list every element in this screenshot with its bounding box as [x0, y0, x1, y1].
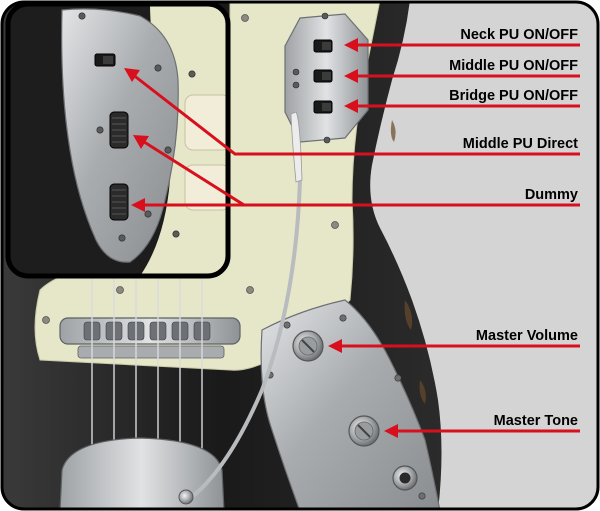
neck-pu-switch [313, 39, 333, 53]
middle-pu-switch [313, 69, 333, 83]
master-tone-label: Master Tone [494, 413, 578, 429]
output-jack [392, 465, 418, 491]
tremolo-arm [178, 111, 303, 505]
middle-pu-direct-label: Middle PU Direct [463, 136, 578, 152]
plate-screws [266, 314, 426, 500]
inset-border [5, 1, 231, 279]
middle-pu-label: Middle PU ON/OFF [449, 58, 578, 74]
master-volume-knob [292, 330, 324, 362]
master-volume-label: Master Volume [476, 328, 578, 344]
master-tone-knob [348, 415, 380, 447]
bridge [59, 317, 241, 359]
dummy-label: Dummy [525, 187, 578, 203]
inset-panel [5, 1, 231, 279]
tailpiece [59, 437, 225, 510]
callout-arrows [124, 38, 580, 438]
middle-pu-direct-wheel [109, 111, 129, 149]
dummy-wheel [109, 183, 129, 221]
neck-pu-label: Neck PU ON/OFF [460, 27, 578, 43]
bridge-pu-switch [313, 100, 333, 114]
switch-plate-screws [292, 12, 331, 144]
bridge-pu-label: Bridge PU ON/OFF [449, 88, 578, 104]
